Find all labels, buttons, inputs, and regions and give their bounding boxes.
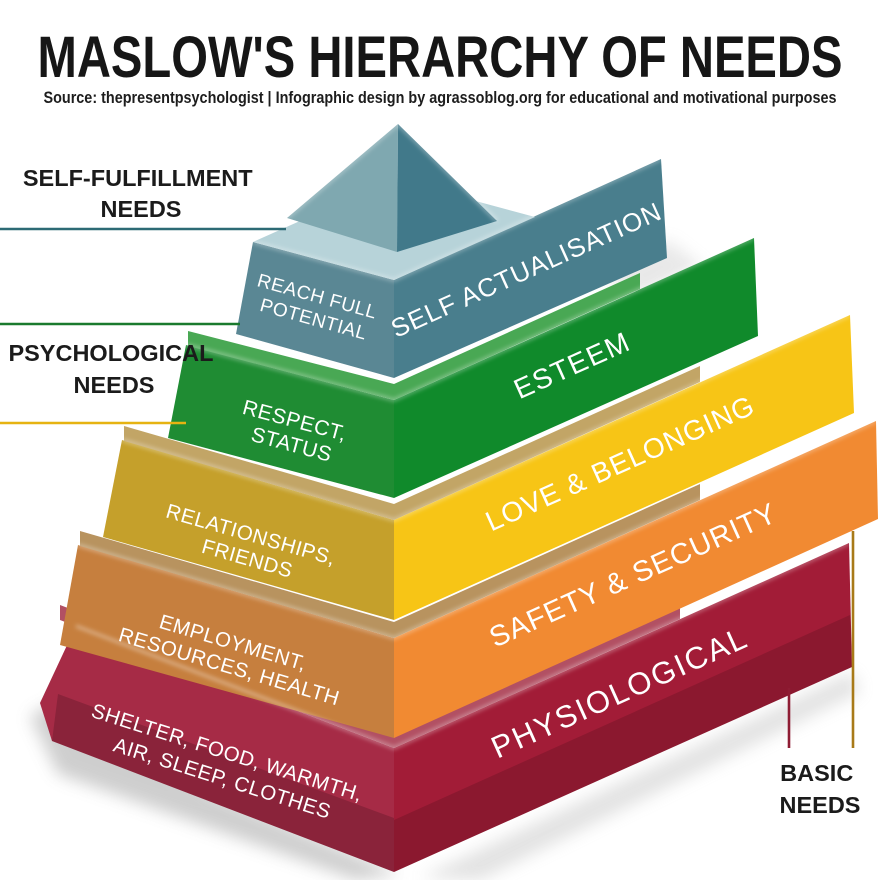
love-top-rim-right	[394, 366, 700, 520]
cap-right-face	[397, 124, 497, 252]
label-psychological-needs: PSYCHOLOGICAL NEEDS	[8, 340, 219, 398]
label-basic-line2: NEEDS	[780, 792, 861, 818]
safety-left-face	[60, 545, 394, 738]
physiological-left-face	[40, 626, 394, 872]
esteem-left-face	[168, 345, 394, 498]
label-self-fulfillment-line1: SELF-FULFILLMENT	[23, 165, 253, 191]
label-psychological-line2: NEEDS	[74, 372, 155, 398]
page-subtitle: Source: thepresentpsychologist | Infogra…	[44, 89, 837, 107]
label-psychological-line1: PSYCHOLOGICAL	[8, 340, 213, 366]
esteem-top-rim-left	[188, 331, 394, 400]
level-love	[103, 315, 854, 620]
love-left-face	[103, 440, 394, 620]
page-title: MASLOW'S HIERARCHY OF NEEDS	[38, 25, 843, 90]
label-basic-line1: BASIC	[780, 760, 853, 786]
love-top-rim-left	[124, 426, 394, 520]
self-actualisation-banner	[394, 159, 667, 378]
level-safety	[60, 421, 878, 738]
glow-cap	[286, 121, 499, 223]
level-esteem	[168, 238, 758, 498]
cap-left-face	[287, 124, 398, 252]
shadow-bottom-right	[420, 672, 860, 880]
label-basic-needs: BASIC NEEDS	[780, 760, 861, 818]
connector-lines	[0, 227, 855, 748]
label-self-fulfillment-line2: NEEDS	[101, 196, 182, 222]
safety-top-rim-left	[80, 531, 394, 638]
safety-banner	[394, 421, 878, 738]
pyramid-cap	[287, 124, 497, 252]
esteem-top-rim-right	[394, 273, 640, 400]
self-actualisation-left-face	[236, 242, 394, 378]
physiological-banner	[394, 543, 852, 872]
safety-top-rim-right	[394, 484, 700, 638]
label-self-fulfillment-needs: SELF-FULFILLMENT NEEDS	[23, 165, 259, 222]
physiological-banner-shade	[394, 615, 852, 872]
esteem-banner	[394, 238, 758, 498]
love-banner	[394, 315, 854, 620]
physiological-face-shade	[52, 694, 394, 872]
